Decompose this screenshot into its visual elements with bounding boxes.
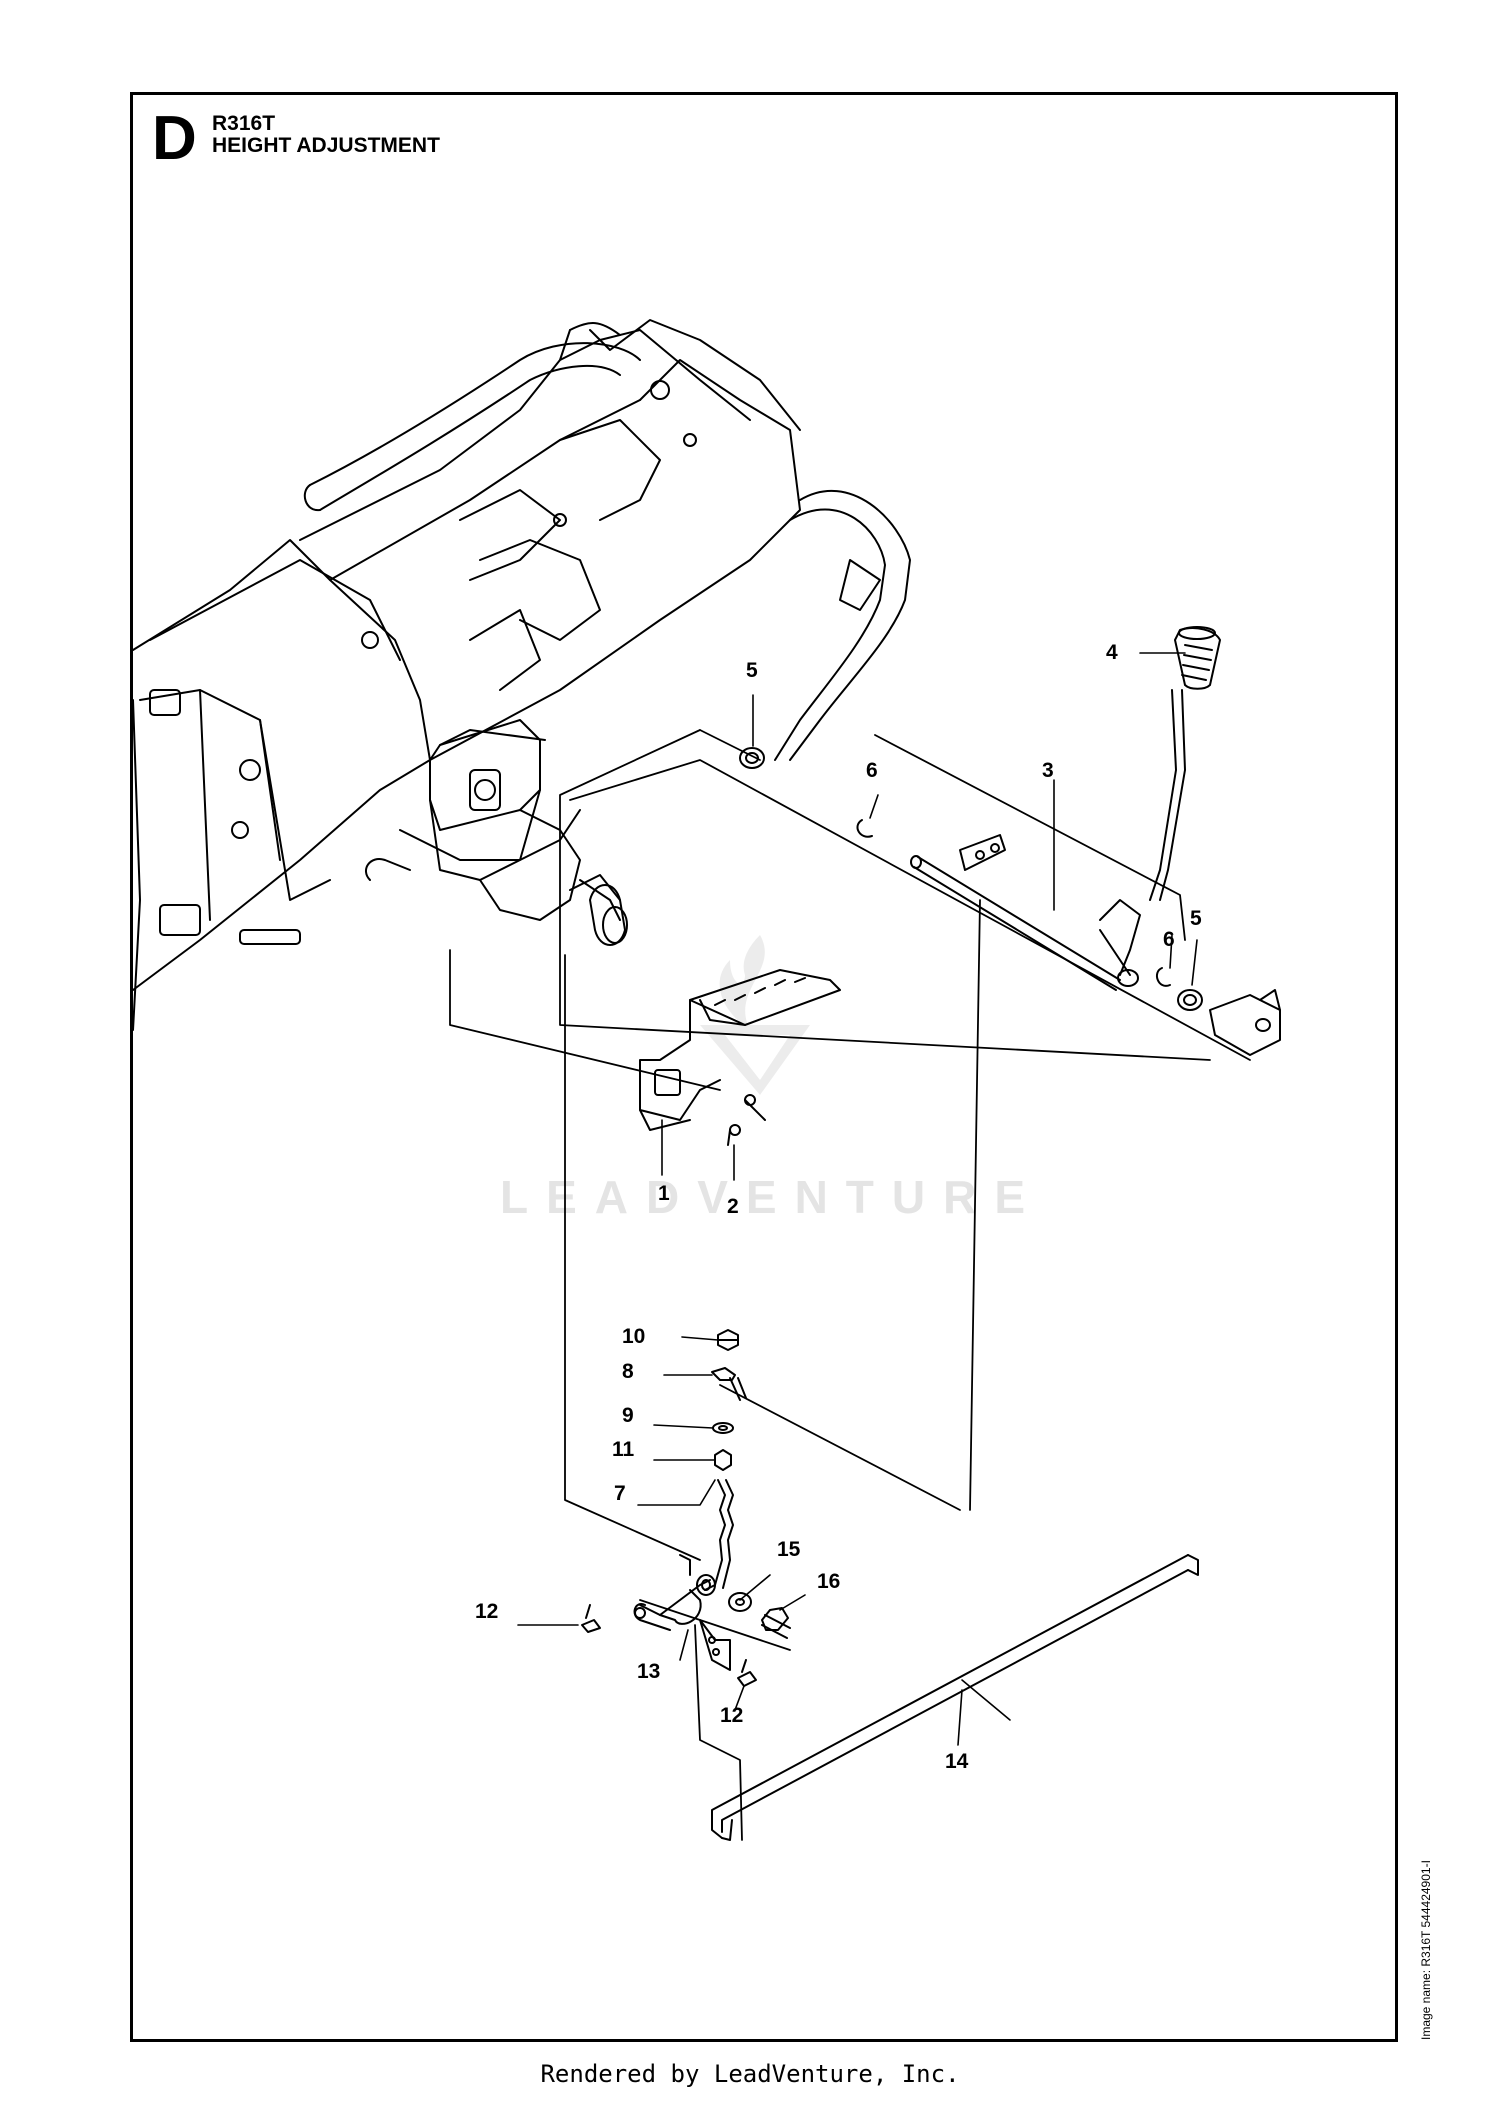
callout-label: 8 [622, 1360, 634, 1383]
section-letter: D [152, 104, 197, 173]
callout-labels: 1 2 3 4 5 5 6 6 7 8 9 10 11 12 12 13 14 … [475, 641, 1202, 1773]
callout-label: 5 [1190, 907, 1202, 930]
watermark-logo-icon [700, 935, 810, 1095]
callout-label: 4 [1106, 641, 1118, 664]
lift-shaft-assembly [739, 626, 1281, 1056]
model-name: R316T [212, 112, 276, 135]
callout-label: 15 [777, 1538, 801, 1561]
diagram-title: HEIGHT ADJUSTMENT [212, 134, 440, 157]
callout-label: 10 [622, 1325, 645, 1348]
callout-label: 9 [622, 1404, 634, 1427]
callout-label: 12 [720, 1704, 743, 1727]
callout-label: 11 [612, 1438, 635, 1461]
height-adjustment-bracket [639, 969, 841, 1146]
diagram-frame [130, 92, 1398, 2042]
tractor-frame-drawing [132, 319, 911, 1031]
callout-label: 2 [727, 1195, 739, 1218]
callout-label: 6 [866, 759, 878, 782]
lower-linkage-parts [581, 1329, 1199, 1841]
watermark-text: LEADVENTURE [500, 1171, 1044, 1223]
callout-label: 6 [1163, 928, 1175, 951]
footer-credit: Rendered by LeadVenture, Inc. [540, 2060, 960, 2088]
guide-lines [449, 729, 1251, 1841]
callout-label: 1 [658, 1182, 670, 1205]
callout-label: 7 [614, 1482, 626, 1505]
callout-leaders [517, 652, 1198, 1746]
callout-label: 3 [1042, 759, 1054, 782]
callout-label: 16 [817, 1570, 840, 1593]
callout-label: 13 [637, 1660, 660, 1683]
callout-label: 14 [945, 1750, 969, 1773]
callout-label: 5 [746, 659, 758, 682]
callout-label: 12 [475, 1600, 498, 1623]
